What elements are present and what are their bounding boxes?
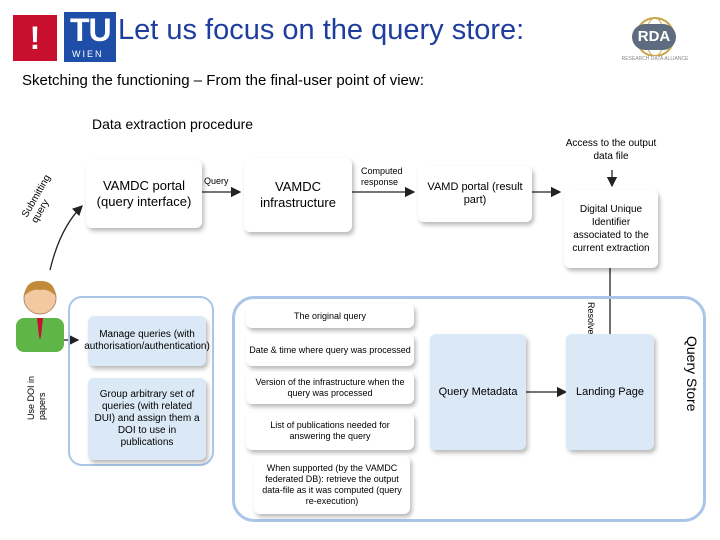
- manage-queries-box: Manage queries (with authorisation/authe…: [84, 316, 210, 366]
- rda-logo-main: RDA: [632, 24, 676, 50]
- section-heading: Data extraction procedure: [92, 116, 254, 132]
- vamdc-portal-result-label: VAMD portal (result part): [427, 181, 523, 206]
- exclamation-logo: !: [13, 15, 57, 61]
- tu-logo-main: TU: [70, 12, 112, 48]
- query-store-label: Query Store: [684, 336, 700, 412]
- doi-label: Digital Unique Identifier associated to …: [572, 204, 650, 254]
- tu-logo-sub: WIEN: [72, 49, 104, 59]
- store-item-label: When supported (by the VAMDC federated D…: [262, 463, 402, 506]
- rda-logo: RDA RESEARCH DATA ALLIANCE: [619, 16, 691, 66]
- landing-page-label: Landing Page: [576, 385, 644, 398]
- computed-response-label: Computed response: [361, 166, 403, 187]
- store-item-label: List of publications needed for answerin…: [270, 420, 390, 441]
- tu-wien-logo: TU WIEN: [64, 12, 116, 62]
- doi-box: Digital Unique Identifier associated to …: [564, 190, 658, 268]
- user-avatar-icon: [16, 280, 64, 352]
- query-store-frame: [232, 296, 706, 522]
- access-output-label: Access to the output data file: [565, 138, 657, 162]
- store-item-label: Date & time where query was processed: [249, 344, 411, 355]
- manage-queries-label: Manage queries (with authorisation/authe…: [84, 329, 210, 352]
- use-doi-label: Use DOI in papers: [26, 375, 47, 420]
- landing-page-box: Landing Page: [566, 334, 654, 450]
- store-item-label: Version of the infrastructure when the q…: [255, 377, 405, 398]
- store-item-original-query: The original query: [246, 304, 414, 328]
- page-title: Let us focus on the query store:: [118, 14, 525, 46]
- page-subtitle: Sketching the functioning – From the fin…: [22, 72, 424, 89]
- vamdc-portal-result-box: VAMD portal (result part): [418, 166, 532, 222]
- store-item-reexecution: When supported (by the VAMDC federated D…: [254, 456, 410, 514]
- group-queries-label: Group arbitrary set of queries (with rel…: [94, 389, 200, 448]
- vamdc-portal-query-label: VAMDC portal (query interface): [96, 178, 192, 209]
- vamdc-infrastructure-label: VAMDC infrastructure: [260, 179, 336, 210]
- query-label: Query: [204, 176, 229, 186]
- rda-logo-sub: RESEARCH DATA ALLIANCE: [621, 56, 689, 62]
- store-item-date-time: Date & time where query was processed: [246, 334, 414, 366]
- query-metadata-box: Query Metadata: [430, 334, 526, 450]
- store-item-version: Version of the infrastructure when the q…: [246, 372, 414, 404]
- group-queries-box: Group arbitrary set of queries (with rel…: [88, 378, 206, 460]
- arrow-submit: [49, 205, 83, 271]
- store-item-label: The original query: [293, 310, 367, 321]
- store-item-publications: List of publications needed for answerin…: [246, 412, 414, 450]
- vamdc-portal-query-box: VAMDC portal (query interface): [86, 160, 202, 228]
- vamdc-infrastructure-box: VAMDC infrastructure: [244, 158, 352, 232]
- user-actions-frame: [68, 296, 214, 466]
- query-metadata-label: Query Metadata: [438, 385, 518, 398]
